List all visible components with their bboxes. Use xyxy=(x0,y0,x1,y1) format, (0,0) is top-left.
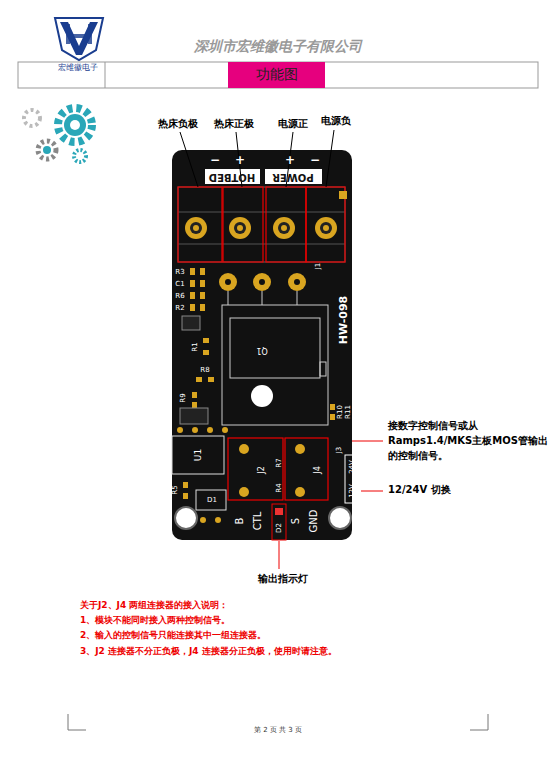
pcb-board xyxy=(172,150,359,540)
label: POWER xyxy=(272,171,313,183)
label: CTL xyxy=(252,512,264,531)
label: R4 xyxy=(275,483,283,492)
label: R1 xyxy=(191,342,199,351)
label: J1 xyxy=(314,263,322,270)
label: HW-098 xyxy=(338,296,351,344)
label: R9 xyxy=(179,393,187,402)
label: Q1 xyxy=(256,345,267,354)
label: 热床正极 xyxy=(214,118,254,130)
header-frame xyxy=(18,62,538,88)
label: 24V xyxy=(348,460,356,474)
label: 深圳市宏维徽电子有限公司 xyxy=(194,38,362,54)
title-text: 功能图 xyxy=(228,62,325,88)
label: 2、输入的控制信号只能连接其中一组连接器。 xyxy=(80,630,266,640)
label: D1 xyxy=(207,496,217,504)
label: J3 xyxy=(335,447,343,454)
label: + xyxy=(285,154,295,168)
label: R6 xyxy=(175,292,184,300)
label: R11 xyxy=(344,405,352,419)
label: J4 xyxy=(313,466,322,473)
label: J2 xyxy=(257,466,266,473)
label: 第 2 页 共 3 页 xyxy=(254,726,302,734)
label: R8 xyxy=(200,366,209,374)
label: U1 xyxy=(193,449,203,461)
label: 12/24V 切换 xyxy=(388,484,451,496)
label: 电源正 xyxy=(278,118,308,130)
label: 接数字控制信号或从Ramps1.4/MKS主板MOS管输出的控制信号。 xyxy=(388,418,548,463)
logo xyxy=(55,18,103,60)
label: R5 xyxy=(171,485,179,494)
label: R3 xyxy=(175,268,184,276)
label: 热床负极 xyxy=(158,118,198,130)
label: 宏维徽电子 xyxy=(58,63,98,72)
label: GND xyxy=(308,510,320,533)
label: R7 xyxy=(275,458,283,467)
label: 输出指示灯 xyxy=(258,573,308,585)
label: 12V xyxy=(348,484,356,498)
label: − xyxy=(210,154,220,168)
gear-icons xyxy=(24,108,92,162)
label: D2 xyxy=(275,523,283,533)
label: HOTBED xyxy=(209,171,255,183)
leader-lines xyxy=(180,130,334,187)
red-leaders xyxy=(279,441,383,569)
label: C1 xyxy=(175,280,184,288)
label: 1、模块不能同时接入两种控制信号。 xyxy=(80,615,230,625)
label: + xyxy=(235,154,245,168)
title-box xyxy=(228,62,325,88)
label: B xyxy=(234,518,246,525)
label: 3、J2 连接器不分正负极，J4 连接器分正负极，使用时请注意。 xyxy=(80,646,337,656)
label: S xyxy=(290,518,302,524)
label: R2 xyxy=(175,304,184,312)
label: 电源负 xyxy=(321,115,351,127)
label: R10 xyxy=(336,405,344,419)
label: − xyxy=(310,154,320,168)
label: 关于J2、J4 两组连接器的接入说明： xyxy=(80,600,228,610)
